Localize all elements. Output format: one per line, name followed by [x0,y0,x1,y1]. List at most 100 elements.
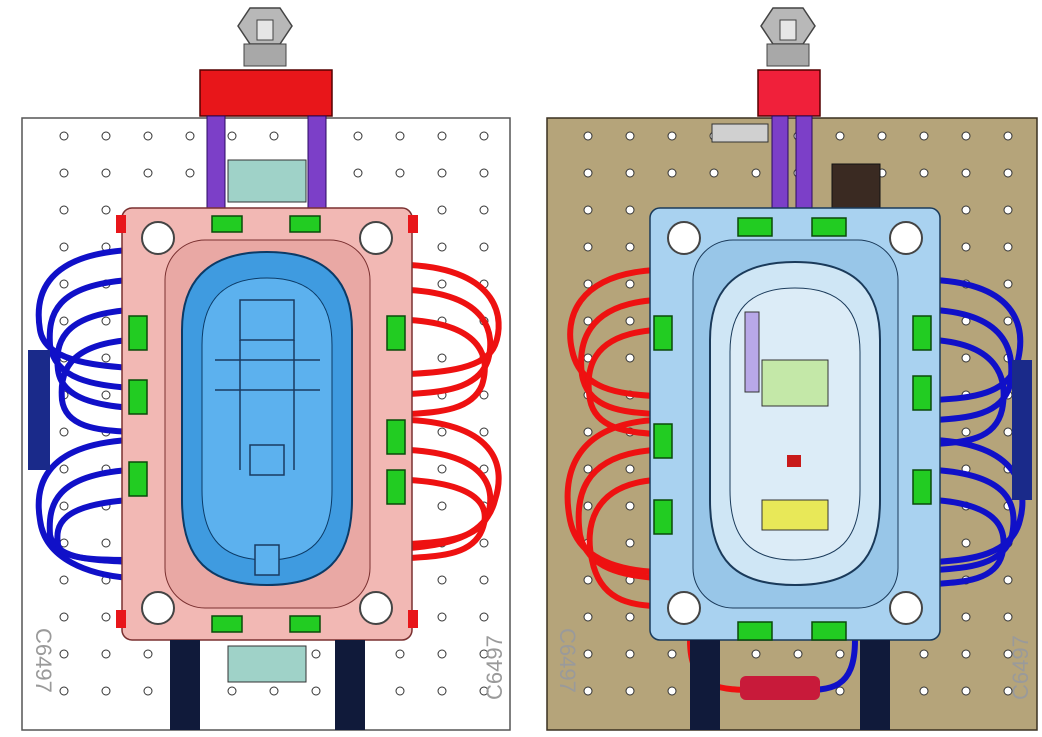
mounting-hole [479,575,489,585]
mounting-hole [625,242,635,252]
mounting-hole [311,686,321,696]
mounting-hole [877,131,887,141]
mounting-hole [583,612,593,622]
mounting-hole [311,649,321,659]
right-mold-view: C6497 C6497 [546,7,1038,731]
mounting-hole [583,649,593,659]
mounting-hole [101,538,111,548]
bottom-pillar [690,640,720,730]
mounting-hole [625,538,635,548]
mounting-hole [1003,168,1013,178]
mounting-hole [437,575,447,585]
plate-label: C6497 [1008,635,1033,700]
mounting-hole [437,131,447,141]
mounting-hole [1003,612,1013,622]
mounting-hole [101,390,111,400]
terminal-block [711,123,769,143]
mounting-hole [835,686,845,696]
mounting-hole [583,131,593,141]
mounting-hole [625,612,635,622]
plate-label: C6497 [555,628,580,693]
mounting-hole [919,649,929,659]
core-insert [761,359,829,407]
mounting-hole [1003,686,1013,696]
mounting-hole [395,649,405,659]
mounting-hole [59,205,69,215]
mounting-hole [101,353,111,363]
mounting-hole [919,686,929,696]
mounting-hole [101,612,111,622]
mounting-hole [437,242,447,252]
mounting-hole [479,242,489,252]
mounting-hole [437,279,447,289]
mounting-hole [143,686,153,696]
mounting-hole [395,131,405,141]
mounting-hole [59,427,69,437]
mounting-hole [1003,316,1013,326]
lifting-block [757,69,821,117]
mounting-hole [667,131,677,141]
mounting-hole [101,649,111,659]
clamp-block [227,159,307,203]
mounting-hole [1003,649,1013,659]
guide-pillar [206,115,226,209]
cooling-hoses-left [35,247,133,581]
mounting-hole [835,649,845,659]
plate-label: C6497 [482,635,507,700]
mounting-hole [919,168,929,178]
mounting-hole [437,612,447,622]
mounting-hole [437,686,447,696]
core-insert [761,499,829,531]
mounting-hole [583,242,593,252]
bottom-clamp-block [227,645,307,683]
mounting-hole [227,131,237,141]
mounting-hole [625,316,635,326]
mounting-hole [143,168,153,178]
mounting-hole [583,464,593,474]
mounting-hole [583,168,593,178]
mounting-hole [479,686,489,696]
cavity-rim [729,287,861,561]
mounting-hole [185,168,195,178]
mounting-hole [227,686,237,696]
mounting-hole [583,316,593,326]
mounting-hole [1003,205,1013,215]
mounting-hole [395,168,405,178]
mounting-hole [625,168,635,178]
mounting-hole [961,205,971,215]
mounting-hole [919,131,929,141]
mounting-hole [625,353,635,363]
mounting-hole [625,279,635,289]
mounting-hole [353,168,363,178]
mounting-hole [1003,575,1013,585]
mounting-hole [101,686,111,696]
mounting-hole [479,205,489,215]
lifting-eye-bolt [237,7,293,67]
manifold [28,350,50,470]
mounting-hole [751,168,761,178]
lifting-block [199,69,333,117]
mounting-hole [59,131,69,141]
mounting-hole [59,686,69,696]
lifter [744,311,760,393]
mounting-hole [59,649,69,659]
corner-bushings [141,221,393,625]
mounting-hole [437,501,447,511]
mounting-hole [479,131,489,141]
cavity-details [215,299,320,576]
mounting-hole [101,168,111,178]
ejector-pin [787,455,801,467]
clamp-pads [653,217,932,641]
mounting-hole [667,686,677,696]
mounting-hole [479,649,489,659]
valve-block [831,163,881,209]
corner-bushings [667,221,923,625]
mounting-hole [1003,242,1013,252]
mounting-hole [583,501,593,511]
plate-label: C6497 [31,628,56,693]
mounting-hole [961,612,971,622]
left-mold-view: C6497 C6497 [21,7,511,731]
mounting-hole [961,242,971,252]
mounting-hole [269,131,279,141]
